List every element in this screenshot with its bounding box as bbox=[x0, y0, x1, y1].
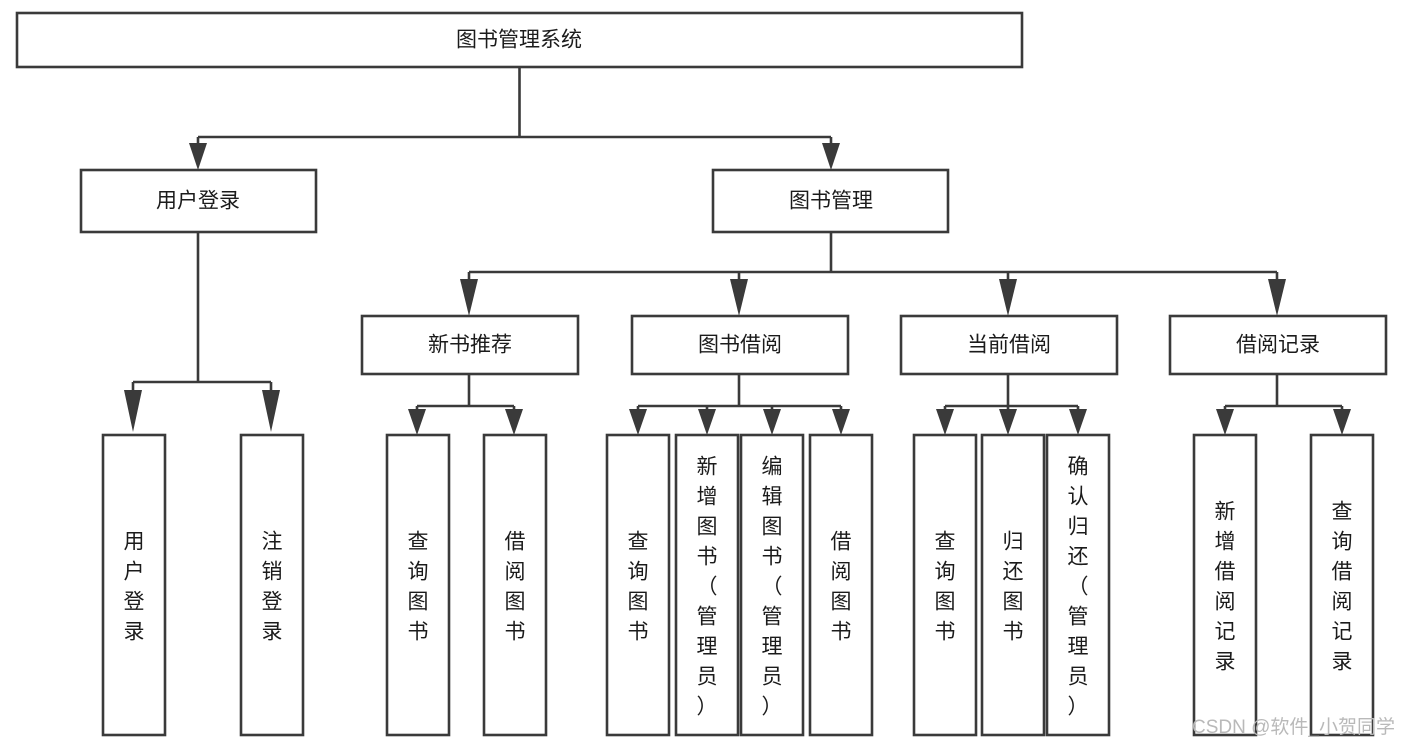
connector-book-borrow-to-leaves bbox=[636, 374, 843, 414]
node-leaf-borrow-book-rec-box[interactable] bbox=[482, 433, 548, 737]
node-leaf-query-record[interactable]: 查询借阅记录 bbox=[1309, 433, 1375, 737]
node-leaf-add-book-box[interactable] bbox=[674, 433, 740, 737]
node-leaf-confirm-return-label: 确认归还（管理员） bbox=[1068, 455, 1089, 718]
node-leaf-query-book-borrow-box[interactable] bbox=[605, 433, 671, 737]
node-book-borrow-label: 图书借阅 bbox=[698, 334, 782, 357]
arrow-book-borrow-to-leaf-query-book bbox=[629, 409, 647, 435]
node-leaf-return-book-label: 归还图书 bbox=[1003, 530, 1024, 643]
node-leaf-borrow-book[interactable]: 借阅图书 bbox=[808, 433, 874, 737]
node-leaf-query-book-borrow[interactable]: 查询图书 bbox=[605, 433, 671, 737]
node-root[interactable]: 图书管理系统 bbox=[15, 11, 1024, 69]
node-book-manage-label: 图书管理 bbox=[789, 190, 873, 213]
connector-root-to-level2 bbox=[196, 67, 833, 148]
node-book-manage-box[interactable] bbox=[711, 168, 950, 234]
node-leaf-return-book[interactable]: 归还图书 bbox=[980, 433, 1046, 737]
node-leaf-query-record-box[interactable] bbox=[1309, 433, 1375, 737]
node-leaf-add-book-label: 新增图书（管理员） bbox=[697, 455, 718, 718]
node-leaf-query-record-label: 查询借阅记录 bbox=[1332, 500, 1353, 673]
arrow-new-book-rec-to-leaf-borrow-book bbox=[505, 409, 523, 435]
node-current-borrow[interactable]: 当前借阅 bbox=[899, 314, 1119, 376]
node-new-book-rec-box[interactable] bbox=[360, 314, 580, 376]
arrow-book-manage-to-new-book-rec bbox=[460, 279, 478, 316]
connector-current-borrow-to-leaves bbox=[943, 374, 1080, 414]
node-user-login-label: 用户登录 bbox=[156, 190, 240, 213]
node-leaf-return-book-box[interactable] bbox=[980, 433, 1046, 737]
node-leaf-borrow-book-rec[interactable]: 借阅图书 bbox=[482, 433, 548, 737]
connector-borrow-record-to-leaves bbox=[1223, 374, 1344, 414]
node-leaf-query-book-borrow-label: 查询图书 bbox=[628, 530, 649, 643]
node-new-book-rec-label: 新书推荐 bbox=[428, 334, 512, 357]
node-root-label: 图书管理系统 bbox=[456, 29, 582, 52]
node-leaf-logout[interactable]: 注销登录 bbox=[239, 433, 305, 737]
node-book-manage[interactable]: 图书管理 bbox=[711, 168, 950, 234]
node-root-box[interactable] bbox=[15, 11, 1024, 69]
node-current-borrow-label: 当前借阅 bbox=[967, 334, 1051, 357]
arrow-borrow-record-to-leaf-add-record bbox=[1216, 409, 1234, 435]
node-leaf-edit-book[interactable]: 编辑图书（管理员） bbox=[739, 433, 805, 737]
node-leaf-confirm-return-box[interactable] bbox=[1045, 433, 1111, 737]
node-borrow-record[interactable]: 借阅记录 bbox=[1168, 314, 1388, 376]
node-leaf-logout-label: 注销登录 bbox=[262, 530, 283, 643]
connector-book-manage-to-level3 bbox=[467, 232, 1279, 284]
arrow-current-borrow-to-leaf-query-book bbox=[936, 409, 954, 435]
node-leaf-add-record-label: 新增借阅记录 bbox=[1215, 500, 1236, 673]
arrow-user-login-to-leaf-user-login bbox=[124, 390, 142, 432]
node-leaf-confirm-return[interactable]: 确认归还（管理员） bbox=[1045, 433, 1111, 737]
node-borrow-record-box[interactable] bbox=[1168, 314, 1388, 376]
arrow-book-borrow-to-leaf-borrow-book bbox=[832, 409, 850, 435]
arrow-book-borrow-to-leaf-edit-book bbox=[763, 409, 781, 435]
node-leaf-query-book-rec-label: 查询图书 bbox=[408, 530, 429, 643]
node-user-login[interactable]: 用户登录 bbox=[79, 168, 318, 234]
node-borrow-record-label: 借阅记录 bbox=[1236, 334, 1320, 357]
node-leaf-logout-box[interactable] bbox=[239, 433, 305, 737]
arrow-book-manage-to-current-borrow bbox=[999, 279, 1017, 316]
connector-user-login-to-leaves bbox=[131, 232, 273, 395]
arrow-user-login-to-leaf-logout bbox=[262, 390, 280, 432]
node-leaf-user-login[interactable]: 用户登录 bbox=[101, 433, 167, 737]
node-book-borrow[interactable]: 图书借阅 bbox=[630, 314, 850, 376]
connector-new-book-rec-to-leaves bbox=[415, 374, 516, 414]
node-new-book-rec[interactable]: 新书推荐 bbox=[360, 314, 580, 376]
node-leaf-query-book-rec[interactable]: 查询图书 bbox=[385, 433, 451, 737]
node-leaf-borrow-book-label: 借阅图书 bbox=[831, 530, 852, 643]
arrow-book-manage-to-borrow-record bbox=[1268, 279, 1286, 316]
arrow-new-book-rec-to-leaf-query-book bbox=[408, 409, 426, 435]
arrow-book-manage-to-book-borrow bbox=[730, 279, 748, 316]
arrow-book-borrow-to-leaf-add-book bbox=[698, 409, 716, 435]
node-leaf-query-book-current-box[interactable] bbox=[912, 433, 978, 737]
node-current-borrow-box[interactable] bbox=[899, 314, 1119, 376]
connector-layer bbox=[124, 67, 1351, 435]
node-leaf-user-login-box[interactable] bbox=[101, 433, 167, 737]
arrow-root-to-book-manage bbox=[822, 143, 840, 170]
node-leaf-add-book[interactable]: 新增图书（管理员） bbox=[674, 433, 740, 737]
arrow-root-to-user-login bbox=[189, 143, 207, 170]
csdn-watermark: CSDN @软件_小贺同学 bbox=[1192, 716, 1395, 738]
node-leaf-user-login-label: 用户登录 bbox=[124, 530, 145, 643]
node-leaf-edit-book-box[interactable] bbox=[739, 433, 805, 737]
arrow-current-borrow-to-leaf-confirm-return bbox=[1069, 409, 1087, 435]
node-leaf-edit-book-label: 编辑图书（管理员） bbox=[762, 455, 783, 718]
arrow-borrow-record-to-leaf-query-record bbox=[1333, 409, 1351, 435]
node-leaf-query-book-current-label: 查询图书 bbox=[935, 530, 956, 643]
node-leaf-add-record[interactable]: 新增借阅记录 bbox=[1192, 433, 1258, 737]
node-leaf-borrow-book-rec-label: 借阅图书 bbox=[505, 530, 526, 643]
node-leaf-query-book-rec-box[interactable] bbox=[385, 433, 451, 737]
arrow-current-borrow-to-leaf-return-book bbox=[999, 409, 1017, 435]
node-leaf-add-record-box[interactable] bbox=[1192, 433, 1258, 737]
node-book-borrow-box[interactable] bbox=[630, 314, 850, 376]
node-leaf-borrow-book-box[interactable] bbox=[808, 433, 874, 737]
node-user-login-box[interactable] bbox=[79, 168, 318, 234]
node-leaf-query-book-current[interactable]: 查询图书 bbox=[912, 433, 978, 737]
